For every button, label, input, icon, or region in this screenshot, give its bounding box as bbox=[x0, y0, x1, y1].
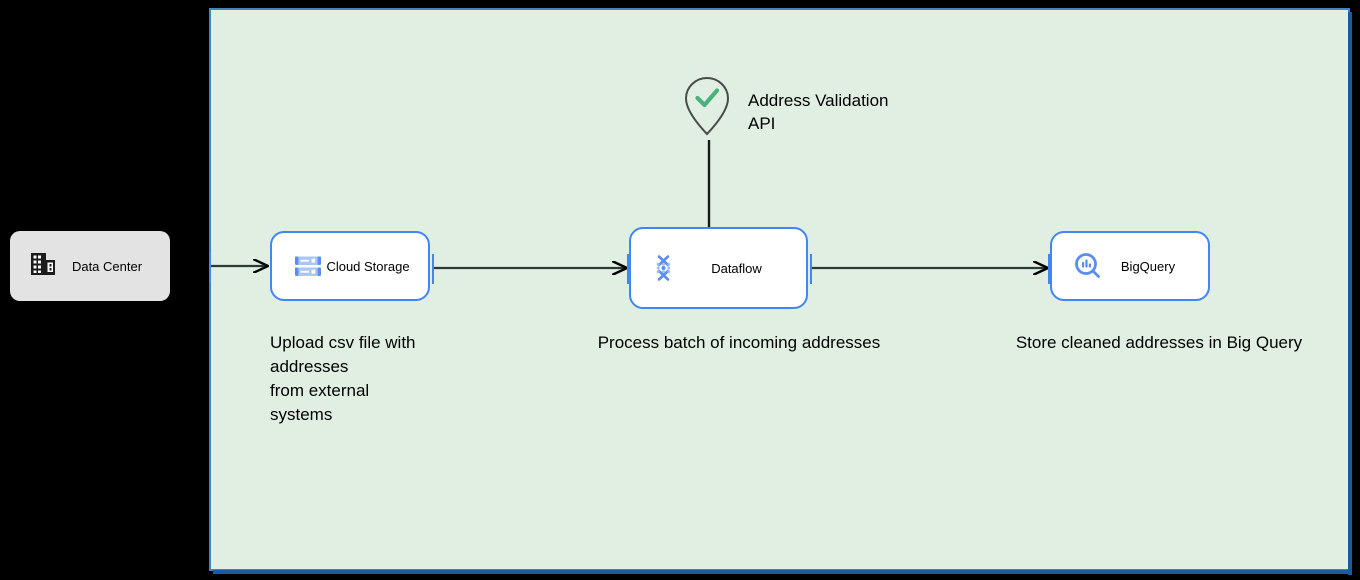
caption-bigquery: Store cleaned addresses in Big Query bbox=[1015, 333, 1303, 352]
caption-dataflow: Process batch of incoming addresses bbox=[597, 333, 881, 352]
api-label-line-1: Address Validation bbox=[748, 91, 889, 110]
bigquery-icon bbox=[1072, 250, 1104, 282]
node-bigquery[interactable]: BigQuery bbox=[1050, 231, 1210, 301]
cloud-storage-icon bbox=[292, 250, 324, 282]
caption-storage-line-3: systems bbox=[270, 405, 333, 424]
node-data-center[interactable]: Data Center bbox=[10, 231, 170, 301]
dataflow-icon bbox=[651, 252, 683, 284]
data-center-icon bbox=[28, 249, 58, 284]
cloud-boundary-shadow-right bbox=[1348, 12, 1352, 575]
node-cloud-storage[interactable]: Cloud Storage bbox=[270, 231, 430, 301]
cloud-boundary-shadow-bottom bbox=[213, 570, 1352, 574]
node-label-cloud-storage: Cloud Storage bbox=[326, 258, 410, 274]
api-label-line-2: API bbox=[748, 114, 776, 133]
address-validation-api-marker[interactable] bbox=[684, 76, 730, 136]
address-validation-api-label: Address Validation API bbox=[748, 89, 978, 135]
caption-storage-line-2: from external bbox=[270, 381, 370, 400]
caption-cloud-storage: Upload csv file with addresses from exte… bbox=[270, 331, 480, 427]
node-dataflow[interactable]: Dataflow bbox=[629, 227, 808, 309]
node-label-data-center: Data Center bbox=[71, 258, 143, 274]
node-label-dataflow: Dataflow bbox=[711, 260, 762, 276]
caption-storage-line-1: Upload csv file with addresses bbox=[270, 333, 416, 376]
node-label-bigquery: BigQuery bbox=[1120, 258, 1176, 274]
